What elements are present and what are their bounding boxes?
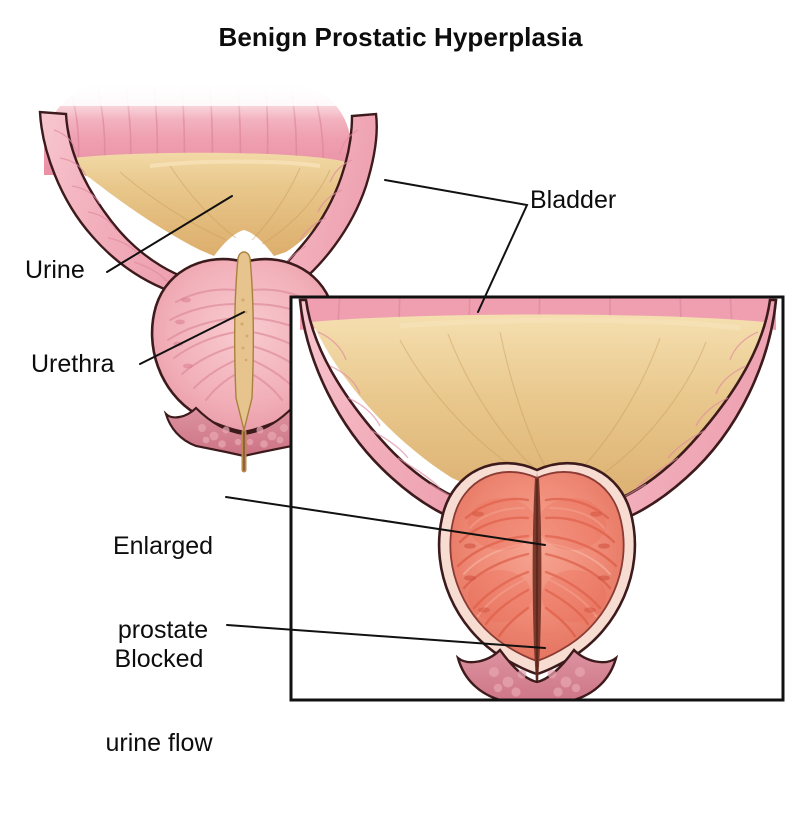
figure-title: Benign Prostatic Hyperplasia [218,22,583,52]
label-blocked-urine-flow: Blocked urine flow [88,589,230,813]
urethra-normal [233,251,255,431]
leader-urine [106,195,233,273]
main-panel-anatomy [38,86,378,473]
illustration-stage: Benign Prostatic Hyperplasia [25,22,785,757]
label-urine: Urine [25,256,85,284]
sphincter-inset-nodules [489,667,585,697]
leader-lines [106,179,546,649]
leader-urethra [139,311,245,365]
leader-blocked-urine-flow [226,624,546,649]
inset-border [289,295,785,702]
label-bladder: Bladder [530,186,617,214]
label-enlarged-prostate-line2: prostate [117,616,209,644]
label-urethra: Urethra [31,350,115,378]
urine-pool-main [58,152,346,256]
prostate-enlarged-striations [456,497,618,640]
inset-panel-anatomy [291,297,783,700]
leader-enlarged-prostate [225,496,546,546]
label-enlarged-prostate: Enlarged prostate [98,476,228,700]
label-enlarged-prostate-line1: Enlarged [112,532,214,560]
label-blocked-urine-flow-line1: Blocked [114,645,204,673]
leader-bladder [384,179,529,313]
label-blocked-urine-flow-line2: urine flow [105,729,213,757]
urethra-glands [240,298,249,362]
urine-pool-inset [312,314,764,500]
sphincter-nodules [198,424,288,448]
anatomy-illustration [38,86,785,702]
